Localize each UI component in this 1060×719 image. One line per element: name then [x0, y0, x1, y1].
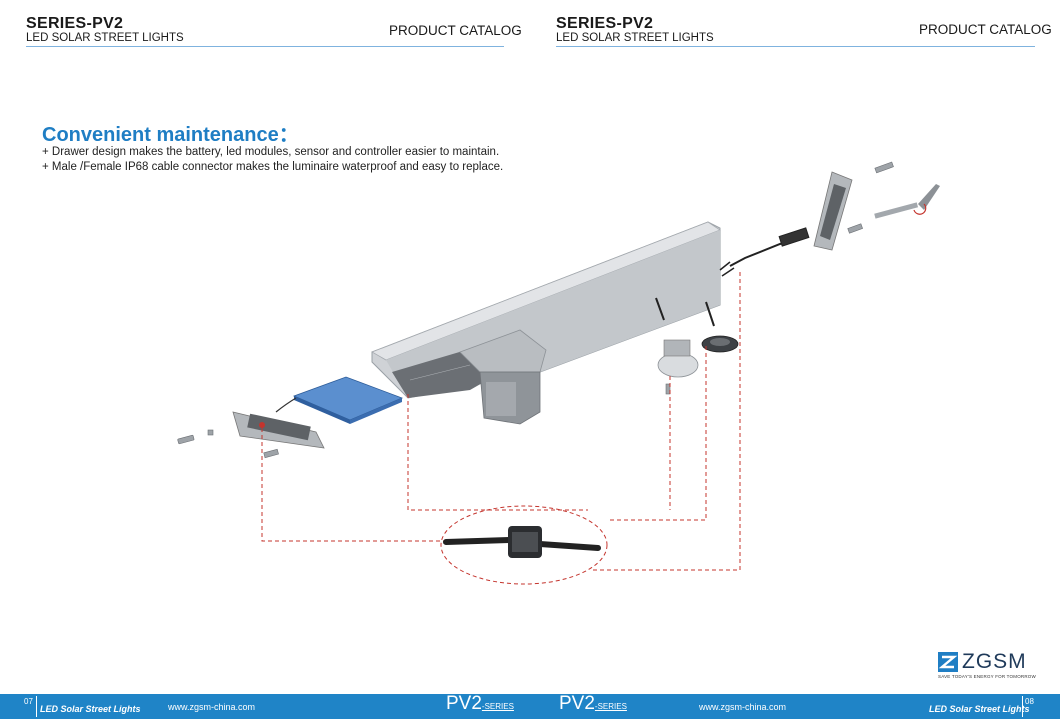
bullet-item: + Male /Female IP68 cable connector make…: [42, 161, 504, 173]
footer-url[interactable]: www.zgsm-china.com: [168, 702, 256, 712]
footer-separator: [1022, 696, 1023, 717]
series-badge: PV2-SERIES: [446, 693, 514, 718]
catalog-label: PRODUCT CATALOG: [389, 23, 522, 38]
footer-bar: [0, 694, 1060, 719]
sensor-module: [655, 297, 699, 378]
controller-module: [701, 301, 739, 353]
series-subtitle: LED SOLAR STREET LIGHTS: [556, 32, 714, 44]
page-number: 07: [24, 697, 33, 706]
cable-harness: [719, 227, 810, 277]
pole-mount: [459, 329, 547, 425]
end-cap-left: [232, 411, 325, 449]
logo-wordmark: ZGSM: [962, 650, 1027, 673]
page-number: 08: [1025, 697, 1034, 706]
brand-logo: ZGSM SAVE TODAY'S ENERGY FOR TOMORROW: [938, 651, 1038, 679]
series-title: SERIES-PV2: [556, 15, 654, 32]
series-badge: PV2-SERIES: [559, 693, 627, 718]
catalog-label: PRODUCT CATALOG: [919, 22, 1052, 37]
end-cap-right: [813, 171, 853, 251]
battery-drawer: [275, 376, 404, 424]
footer-label: LED Solar Street Lights: [929, 704, 1030, 714]
series-subtitle: LED SOLAR STREET LIGHTS: [26, 32, 184, 44]
series-title: SERIES-PV2: [26, 15, 124, 32]
screws: [177, 161, 894, 459]
header-divider: [556, 46, 1035, 47]
hex-key: [874, 184, 940, 219]
footer-label: LED Solar Street Lights: [40, 704, 141, 714]
series-badge-main: PV2: [446, 693, 482, 714]
left-header: SERIES-PV2 LED SOLAR STREET LIGHTS: [26, 16, 184, 45]
section-title: Convenient maintenance：: [42, 124, 299, 146]
header-divider: [26, 46, 504, 47]
series-badge-small: -SERIES: [594, 702, 627, 711]
footer-url[interactable]: www.zgsm-china.com: [699, 702, 787, 712]
bullet-list: + Drawer design makes the battery, led m…: [42, 145, 503, 175]
bullet-item: + Drawer design makes the battery, led m…: [42, 146, 500, 158]
logo-tagline: SAVE TODAY'S ENERGY FOR TOMORROW: [938, 674, 1036, 679]
footer-separator: [36, 696, 37, 717]
zgsm-logo-icon: [938, 652, 958, 672]
dashed-guides: [261, 272, 741, 585]
series-badge-small: -SERIES: [481, 702, 514, 711]
series-badge-main: PV2: [559, 693, 595, 714]
right-header: SERIES-PV2 LED SOLAR STREET LIGHTS: [556, 16, 714, 45]
ip68-connector: [443, 526, 601, 558]
